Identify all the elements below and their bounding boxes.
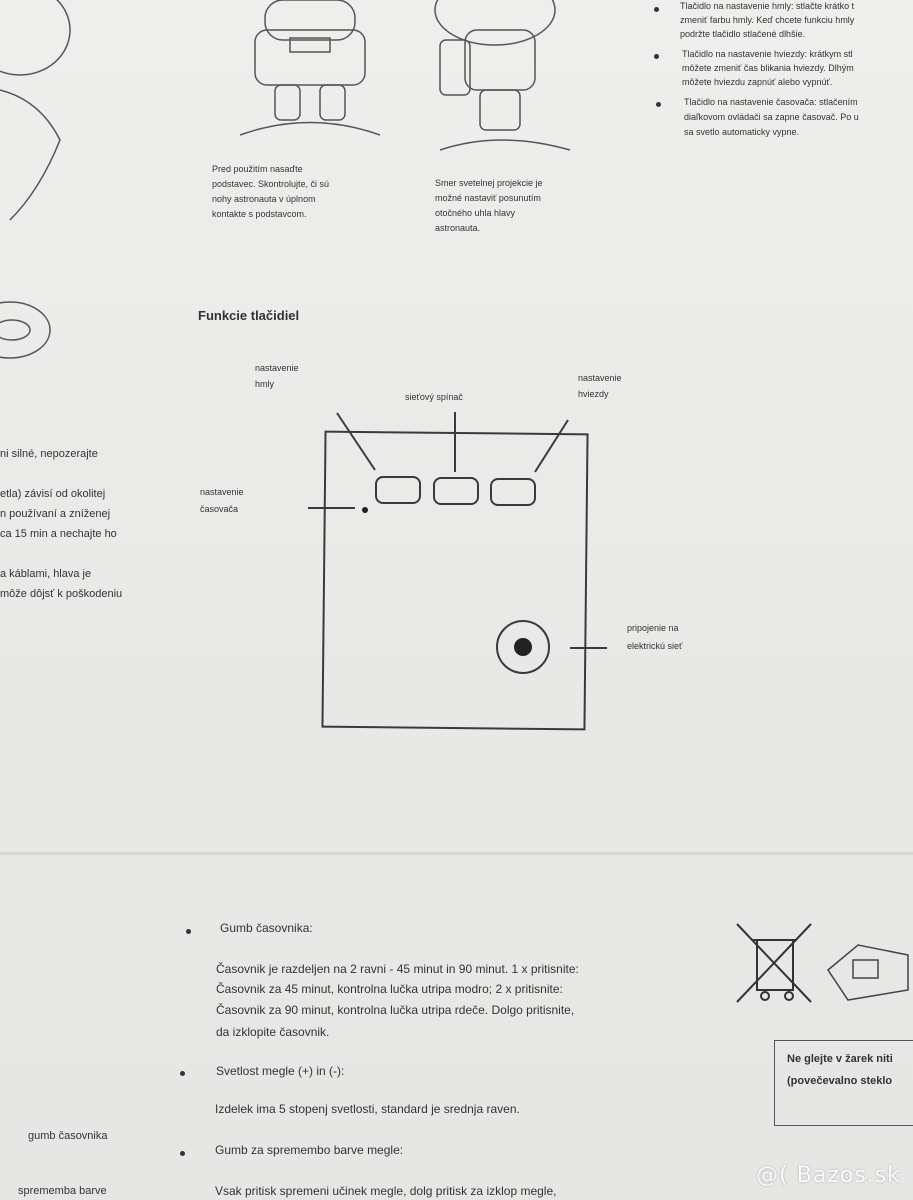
- label-power: sieťový spínač: [405, 392, 463, 402]
- caption-projection-line-3: otočného uhla hlavy: [435, 208, 516, 218]
- caption-base-line-3: nohy astronauta v úplnom: [212, 194, 316, 204]
- right-text-7: Tlačidlo na nastavenie časovača: stlačen…: [684, 97, 858, 107]
- caption-base-line-1: Pred použitím nasaďte: [212, 164, 303, 174]
- caption-projection-line-2: možné nastaviť posunutím: [435, 193, 541, 203]
- timer-text-4: da izklopite časovnik.: [216, 1025, 330, 1039]
- right-text-8: diaľkovom ovládači sa zapne časovač. Po …: [684, 112, 859, 122]
- left-fragment-6: môže dôjsť k poškodeniu: [0, 588, 123, 600]
- label-socket-1: pripojenie na: [627, 623, 679, 633]
- caption-projection-line-1: Smer svetelnej projekcie je: [435, 178, 543, 188]
- bullet: [654, 54, 659, 59]
- left-fragment-5: a káblami, hlava je: [0, 568, 92, 580]
- right-text-3: podržte tlačidlo stlačené dlhšie.: [680, 29, 806, 39]
- timer-indicator-dot: [362, 507, 368, 513]
- timer-text-1: Časovnik je razdeljen na 2 ravni - 45 mi…: [216, 962, 579, 976]
- label-fog-1: nastavenie: [255, 363, 299, 373]
- label-fog-2: hmly: [255, 379, 275, 389]
- fog-brightness-title: Svetlost megle (+) in (-):: [216, 1064, 345, 1078]
- label-star-1: nastavenie: [578, 373, 622, 383]
- star-button: [490, 478, 536, 506]
- power-socket-inner: [514, 638, 532, 656]
- power-socket-outer: [496, 620, 550, 674]
- weee-bin-icon: [736, 923, 812, 1003]
- right-text-4: Tlačidlo na nastavenie hviezdy: krátkym …: [682, 49, 853, 59]
- label-timer-1: nastavenie: [200, 487, 244, 497]
- right-text-9: sa svetlo automaticky vypne.: [684, 127, 800, 137]
- fog-color-title: Gumb za spremembo barve megle:: [215, 1143, 404, 1157]
- diagram-leaders: [308, 412, 607, 674]
- fog-color-text: Vsak pritisk spremeni učinek megle, dolg…: [215, 1184, 557, 1198]
- timer-text-2: Časovnik za 45 minut, kontrolna lučka ut…: [216, 982, 563, 996]
- section-title: Funkcie tlačidiel: [198, 308, 300, 323]
- bullet: [186, 929, 191, 934]
- fog-button: [375, 476, 421, 504]
- bullet: [656, 102, 661, 107]
- bullet: [180, 1151, 185, 1156]
- left-fragment-4: ca 15 min a nechajte ho: [0, 528, 117, 540]
- power-switch: [433, 477, 479, 505]
- warning-line-2: (povečevalno steklo: [787, 1075, 893, 1087]
- label-socket-2: elektrickú sieť: [627, 641, 683, 651]
- warning-box: Ne glejte v žarek niti (povečevalno stek…: [774, 1040, 913, 1126]
- fog-brightness-text: Izdelek ima 5 stopenj svetlosti, standar…: [215, 1102, 520, 1116]
- paper-fold: [0, 852, 913, 855]
- caption-projection-line-4: astronauta.: [435, 223, 481, 233]
- left-fragment-2: etla) závisí od okolitej: [0, 488, 106, 500]
- bullet: [654, 7, 659, 12]
- bazos-watermark: @( Bazos.sk: [756, 1163, 901, 1188]
- right-text-2: zmeniť farbu hmly. Keď chcete funkciu hm…: [680, 15, 855, 25]
- timer-button-title: Gumb časovnika:: [220, 921, 313, 935]
- astronaut-illustrations: [0, 0, 571, 359]
- left-fragment-3: n používaní a zníženej: [0, 508, 111, 520]
- left-label-timer: gumb časovnika: [28, 1130, 108, 1142]
- label-star-2: hviezdy: [578, 389, 609, 399]
- right-text-6: môžete hviezdu zapnúť alebo vypnúť.: [682, 77, 833, 87]
- right-text-5: môžete zmeniť čas blikania hviezdy. Dlhý…: [682, 63, 854, 73]
- device-sketch-icon: [827, 944, 909, 1001]
- warning-line-1: Ne glejte v žarek niti: [787, 1053, 893, 1065]
- label-timer-2: časovača: [200, 504, 239, 514]
- bullet: [180, 1071, 185, 1076]
- right-text-1: Tlačidlo na nastavenie hmly: stlačte krá…: [680, 1, 855, 11]
- left-label-color: sprememba barve: [18, 1185, 107, 1197]
- caption-base-line-4: kontakte s podstavcom.: [212, 209, 307, 219]
- left-fragment-1: ni silné, nepozerajte: [0, 448, 98, 460]
- timer-text-3: Časovnik za 90 minut, kontrolna lučka ut…: [216, 1003, 575, 1017]
- caption-base-line-2: podstavec. Skontrolujte, či sú: [212, 179, 330, 189]
